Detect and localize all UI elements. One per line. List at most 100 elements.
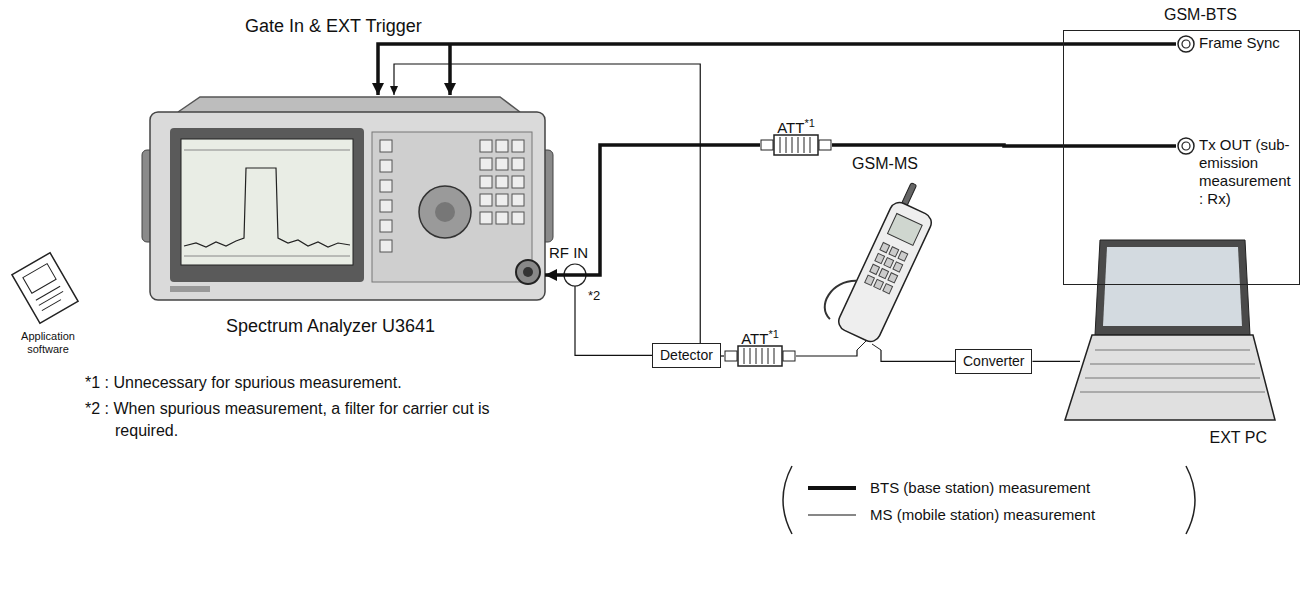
footnote-mark: *1: [804, 117, 814, 129]
drawing-part: [378, 44, 1176, 361]
drawing-part: [1103, 247, 1242, 326]
drawing-part: [480, 158, 492, 170]
drawing-part: [380, 220, 392, 232]
drawing-part: [380, 200, 392, 212]
drawing-part: [756, 348, 757, 364]
drawing-part: [184, 168, 350, 247]
base-station-box: GSM-BTSFrame SyncTx OUT (sub-emission me…: [1063, 30, 1300, 285]
box-heading: GSM-BTS: [1164, 6, 1237, 24]
trigger-branch: [448, 44, 452, 95]
ms-cable: [721, 355, 724, 356]
footnote: *1 : Unnecessary for spurious measuremen…: [85, 372, 402, 394]
drawing-part: [898, 251, 908, 261]
detector-box: Detector: [652, 343, 721, 368]
drawing-part: [792, 137, 793, 153]
drawing-part: [1182, 142, 1190, 150]
drawing-part: [872, 344, 881, 350]
drawing-part: [1080, 392, 1265, 393]
drawing-part: [512, 158, 524, 170]
drawing-part: [883, 284, 893, 294]
legend-line-sample: [806, 508, 860, 522]
drawing-part: [450, 44, 652, 355]
drawing-part: [380, 240, 392, 252]
mobile-phone: GSM-MS: [835, 155, 935, 350]
spectrum-analyzer-drawing: [142, 97, 553, 300]
drawing-part: [810, 137, 811, 153]
drawing-part: [36, 286, 60, 300]
drawing-part: [865, 243, 908, 294]
attenuator-label: ATT: [777, 119, 804, 136]
legend-entry: MS (mobile station) measurement: [806, 501, 1095, 528]
drawing-part: [1178, 36, 1194, 52]
drawing-part: [1178, 138, 1194, 154]
drawing-part: [808, 486, 856, 490]
drawing-part: [496, 176, 508, 188]
software-document-icon: [12, 253, 78, 323]
attenuator-symbol: [760, 133, 832, 157]
device-label: Spectrum Analyzer U3641: [226, 316, 435, 337]
drawing-part: [12, 253, 78, 323]
drawing-part: [184, 150, 350, 151]
drawing-part: [178, 97, 520, 112]
drawing-part: [512, 176, 524, 188]
port-symbol: [1176, 34, 1196, 54]
drawing-part: [762, 348, 763, 364]
drawing-part: [496, 194, 508, 206]
attenuator-label-row: ATT*1: [760, 113, 832, 133]
drawing-part: [512, 212, 524, 224]
drawing-part: [804, 137, 805, 153]
port-name: RF IN: [549, 243, 588, 263]
drawing-part: [1085, 378, 1260, 379]
drawing-part: [857, 341, 866, 350]
drawing-part: [170, 128, 364, 282]
drawing-part: [170, 286, 210, 292]
drawing-part: [496, 158, 508, 170]
drawing-part: [380, 160, 392, 172]
drawing-part: [480, 140, 492, 152]
drawing-part: [380, 180, 392, 192]
drawing-part: [750, 348, 751, 364]
attenuator-symbol: [724, 344, 796, 368]
legend-line-sample: [806, 481, 860, 495]
drawing-part: [893, 262, 903, 272]
drawing-part: [372, 132, 532, 282]
ms-cable: [394, 64, 700, 343]
drawing-part: [1090, 364, 1255, 365]
drawing-part: [150, 112, 545, 300]
box-label: Converter: [963, 353, 1024, 370]
drawing-part: [512, 140, 524, 152]
attenuator-label-row: ATT*1: [724, 324, 796, 344]
legend-bracket: [783, 466, 792, 534]
drawing-part: [23, 264, 56, 294]
attenuator-label: ATT: [741, 330, 768, 347]
port-connector: Tx OUT (sub-emission measurement : Rx): [1176, 136, 1299, 208]
drawing-part: [884, 258, 894, 268]
bts-cable: [832, 145, 1176, 146]
footnote: *2 : When spurious measurement, a filter…: [85, 398, 505, 441]
connector-label: Gate In & EXT Trigger: [245, 16, 422, 37]
drawing-part: [480, 194, 492, 206]
legend-text: BTS (base station) measurement: [870, 479, 1090, 496]
drawing-part: [1182, 40, 1190, 48]
drawing-part: [783, 351, 795, 361]
drawing-part: [1080, 350, 1265, 392]
drawing-part: [480, 212, 492, 224]
drawing-part: [738, 346, 782, 366]
drawing-part: [435, 202, 455, 222]
footnote-mark: *1: [768, 328, 778, 340]
drawing-part: [888, 214, 923, 246]
drawing-part: [865, 275, 875, 285]
port-connector: Frame Sync: [1176, 34, 1280, 54]
drawing-part: [181, 139, 353, 265]
bts-cable: [378, 44, 1176, 95]
mobile-phone-drawing: [818, 171, 944, 345]
device-label: GSM-MS: [835, 155, 935, 173]
legend: BTS (base station) measurement MS (mobile…: [806, 474, 1095, 528]
attenuator: ATT*1: [724, 324, 796, 368]
keypad: [380, 140, 524, 252]
drawing-part: [480, 176, 492, 188]
